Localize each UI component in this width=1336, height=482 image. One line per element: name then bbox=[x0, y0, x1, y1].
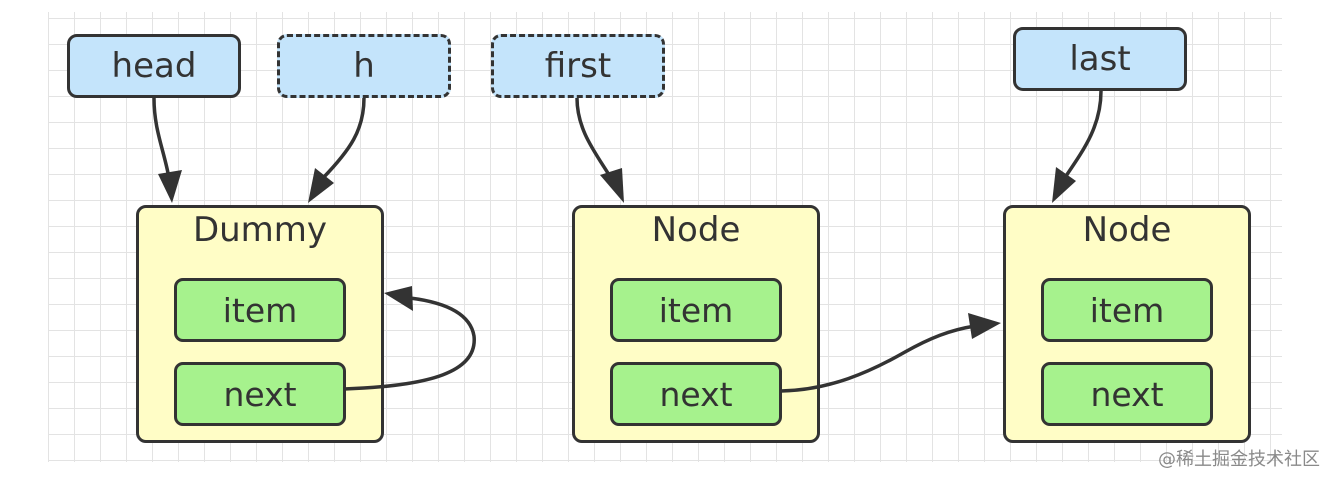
first-item-label: item bbox=[658, 290, 734, 330]
pointer-first: first bbox=[491, 34, 665, 98]
canvas-margin-left bbox=[0, 0, 48, 482]
first-node-title: Node bbox=[651, 210, 741, 250]
pointer-first-label: first bbox=[544, 46, 612, 86]
first-next-field: next bbox=[610, 362, 782, 426]
first-item-field: item bbox=[610, 278, 782, 342]
last-node: Node item next bbox=[1003, 205, 1251, 443]
arrow-head-to-dummy bbox=[152, 97, 171, 179]
pointer-last: last bbox=[1013, 27, 1187, 91]
last-next-label: next bbox=[1090, 374, 1164, 414]
arrowhead-first-to-node bbox=[600, 168, 624, 203]
last-next-field: next bbox=[1041, 362, 1213, 426]
arrow-last-to-node bbox=[1064, 90, 1103, 177]
first-node: Node item next bbox=[572, 205, 820, 443]
dummy-item-label: item bbox=[222, 290, 298, 330]
pointer-head-label: head bbox=[111, 46, 197, 86]
arrowhead-head-to-dummy bbox=[158, 170, 182, 203]
canvas-margin-top bbox=[0, 0, 1336, 12]
arrowhead-node-to-last-node bbox=[968, 313, 1001, 339]
dummy-next-field: next bbox=[174, 362, 346, 426]
last-node-title: Node bbox=[1082, 210, 1172, 250]
dummy-next-label: next bbox=[223, 374, 297, 414]
canvas-margin-right bbox=[1282, 0, 1336, 482]
pointer-head: head bbox=[67, 34, 241, 98]
arrowhead-last-to-node bbox=[1052, 167, 1076, 203]
pointer-h: h bbox=[277, 34, 451, 98]
last-item-field: item bbox=[1041, 278, 1213, 342]
canvas-margin-bottom bbox=[0, 462, 1336, 482]
last-item-label: item bbox=[1089, 290, 1165, 330]
watermark-text: @稀土掘金技术社区 bbox=[1158, 449, 1320, 470]
pointer-h-label: h bbox=[353, 46, 375, 86]
arrowhead-dummy-self-loop bbox=[384, 286, 413, 311]
pointer-last-label: last bbox=[1069, 39, 1131, 79]
dummy-node: Dummy item next bbox=[136, 205, 384, 443]
dummy-node-title: Dummy bbox=[192, 210, 328, 250]
arrow-first-to-node bbox=[575, 97, 613, 179]
arrow-h-to-dummy bbox=[321, 97, 366, 180]
arrowhead-h-to-dummy bbox=[308, 168, 334, 203]
first-next-label: next bbox=[659, 374, 733, 414]
dummy-item-field: item bbox=[174, 278, 346, 342]
